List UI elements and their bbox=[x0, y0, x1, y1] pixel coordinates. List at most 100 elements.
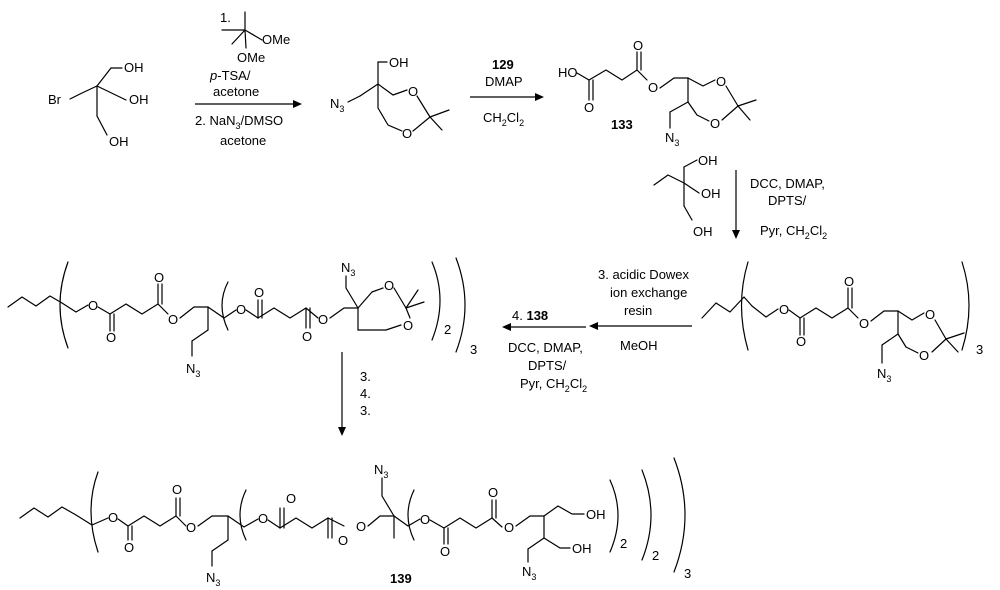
paren-left-2 bbox=[239, 489, 247, 541]
bond bbox=[687, 101, 710, 122]
svg-text:2. NaN3/DMSO: 2. NaN3/DMSO bbox=[195, 113, 283, 131]
o-label: O bbox=[108, 510, 118, 525]
bond bbox=[381, 495, 395, 517]
bond bbox=[945, 338, 959, 353]
bond bbox=[653, 174, 685, 186]
bond bbox=[576, 72, 590, 81]
o-label: O bbox=[710, 116, 720, 131]
bond bbox=[931, 338, 947, 353]
bond bbox=[157, 303, 169, 315]
o-label: O bbox=[420, 512, 430, 527]
bond bbox=[405, 307, 411, 319]
o-label: O bbox=[844, 274, 854, 289]
o-label: O bbox=[408, 84, 418, 99]
o-label: O bbox=[440, 544, 450, 559]
acetone-label: acetone bbox=[220, 133, 266, 148]
oh-label: OH bbox=[129, 92, 149, 107]
bond bbox=[367, 515, 395, 527]
bond bbox=[109, 303, 159, 315]
bond bbox=[267, 519, 281, 529]
bond bbox=[61, 302, 89, 313]
bond bbox=[737, 105, 751, 121]
svg-text:N3: N3 bbox=[374, 462, 388, 480]
o-label: O bbox=[124, 540, 134, 555]
repeat-count: 3 bbox=[684, 566, 691, 581]
oh-label: OH bbox=[124, 60, 144, 75]
bond bbox=[329, 307, 359, 319]
bond bbox=[377, 83, 403, 132]
bond bbox=[227, 515, 259, 528]
bond bbox=[443, 517, 493, 529]
compound-129: 129 bbox=[492, 57, 514, 72]
bond bbox=[515, 515, 545, 527]
dowex-label: 3. acidic Dowex bbox=[598, 267, 690, 282]
o-label: O bbox=[384, 278, 394, 293]
step1-reagents: 1. OMe OMe p-TSA/ acetone 2. NaN3/DMSO a… bbox=[195, 10, 302, 148]
bond bbox=[737, 99, 757, 107]
o-label: O bbox=[258, 511, 268, 526]
o-label: O bbox=[286, 491, 296, 506]
arrowhead bbox=[589, 322, 598, 330]
svg-text:N3: N3 bbox=[665, 130, 679, 148]
bond bbox=[429, 116, 443, 131]
bond bbox=[127, 515, 177, 527]
bond bbox=[257, 307, 307, 319]
step-number: 3. bbox=[360, 403, 371, 418]
oh-label: OH bbox=[389, 55, 409, 70]
bond bbox=[305, 307, 319, 319]
step4-reagents: 3. acidic Dowex ion exchange resin MeOH … bbox=[502, 267, 692, 394]
bond bbox=[357, 324, 402, 331]
paren-left-outer bbox=[59, 261, 69, 349]
bond bbox=[701, 296, 753, 319]
o-label: O bbox=[584, 100, 594, 115]
bond bbox=[416, 95, 431, 118]
svg-text:CH2Cl2: CH2Cl2 bbox=[483, 110, 524, 128]
bond bbox=[19, 506, 77, 519]
svg-text:N3: N3 bbox=[206, 570, 220, 588]
step2-reagents: 129 DMAP CH2Cl2 bbox=[470, 57, 544, 128]
paren-left-inner bbox=[221, 281, 229, 331]
bond bbox=[683, 182, 700, 194]
meoh-label: MeOH bbox=[620, 338, 658, 353]
step3-reagents: DCC, DMAP, DPTS/ Pyr, CH2Cl2 bbox=[732, 170, 827, 241]
arrowhead bbox=[338, 427, 346, 436]
repeat-count: 2 bbox=[620, 536, 627, 551]
ome-label: OMe bbox=[262, 32, 290, 47]
bond bbox=[223, 309, 237, 319]
oh-label: OH bbox=[109, 134, 129, 149]
svg-text:N3: N3 bbox=[330, 96, 344, 114]
resin-label: resin bbox=[624, 303, 652, 318]
repeat-count: 2 bbox=[652, 548, 659, 563]
compound-139-label: 139 bbox=[390, 571, 412, 586]
dpts-label: DPTS/ bbox=[528, 358, 567, 373]
svg-text:N3: N3 bbox=[341, 260, 355, 278]
bond bbox=[393, 515, 421, 527]
svg-text:4. 138: 4. 138 bbox=[512, 308, 548, 323]
o-label: O bbox=[504, 520, 514, 535]
bond bbox=[491, 517, 503, 528]
paren-left bbox=[740, 261, 749, 351]
paren-right-inner bbox=[431, 261, 441, 341]
bond bbox=[412, 116, 431, 132]
arrowhead bbox=[293, 100, 302, 108]
o-label: O bbox=[172, 482, 182, 497]
compound-138: 138 bbox=[526, 308, 548, 323]
bond bbox=[543, 537, 571, 549]
bond bbox=[96, 85, 127, 101]
bond bbox=[799, 307, 849, 319]
bond bbox=[211, 539, 229, 552]
step5-reagents: 3. 4. 3. bbox=[338, 352, 371, 436]
acetone-label: acetone bbox=[213, 84, 259, 99]
bond bbox=[405, 301, 425, 309]
bond bbox=[405, 289, 419, 309]
bond bbox=[945, 332, 965, 340]
o-label: O bbox=[154, 270, 164, 285]
o-label: O bbox=[318, 312, 328, 327]
bond bbox=[393, 287, 407, 309]
bond bbox=[429, 109, 450, 118]
dmap-label: DMAP bbox=[485, 74, 523, 89]
bond bbox=[245, 309, 259, 319]
bond bbox=[207, 306, 225, 319]
nan3-label: 2. NaN bbox=[195, 113, 235, 128]
bond bbox=[527, 537, 545, 550]
